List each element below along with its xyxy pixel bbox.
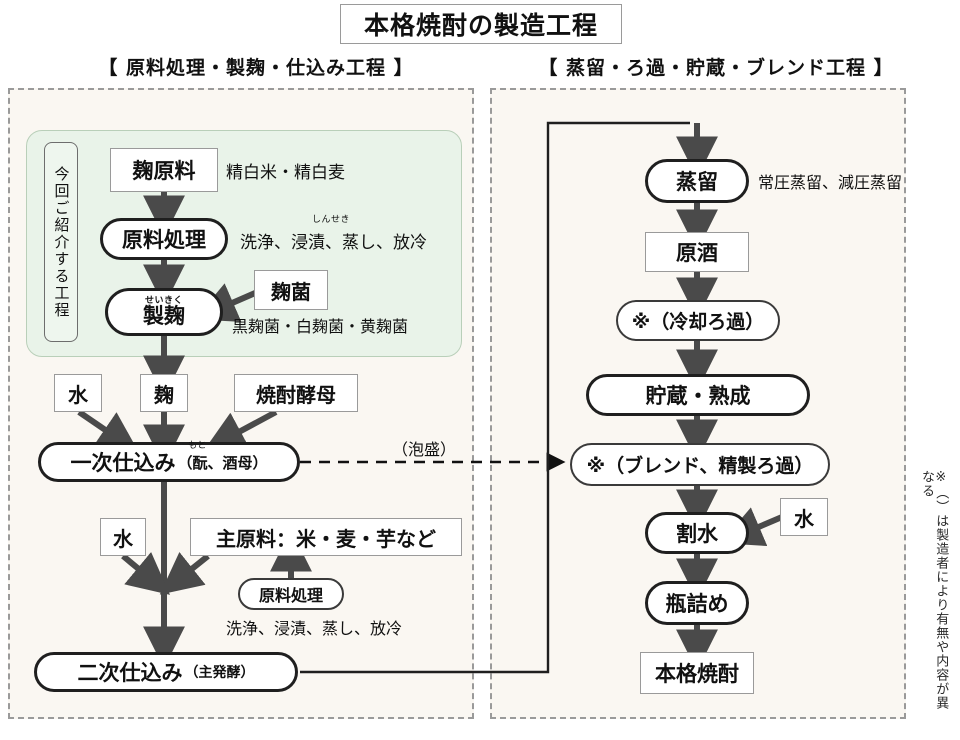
node-blend-filtration[interactable]: ※（ブレンド、精製ろ過） — [570, 443, 830, 486]
node-second-mash-sub: （主発酵） — [184, 665, 255, 681]
node-koji-label: 麹 — [154, 382, 174, 407]
node-water-2[interactable]: 水 — [100, 518, 146, 556]
node-second-mash[interactable]: 二次仕込み （主発酵） — [34, 652, 298, 692]
node-bottling[interactable]: 瓶詰め — [645, 581, 749, 625]
note-koji-material: 精白米・精白麦 — [226, 162, 345, 183]
highlight-group-label: 今回ご紹介する工程 — [44, 142, 78, 342]
node-koji-kin[interactable]: 麹菌 — [254, 270, 328, 310]
node-koji[interactable]: 麹 — [140, 374, 188, 412]
footnote-vertical: ※（）は製造者により有無や内容が異なる — [918, 470, 948, 720]
node-genshu-label: 原酒 — [676, 241, 718, 265]
node-koji-material-label: 麹原料 — [132, 159, 196, 183]
note-koji-kin: 黒麹菌・白麹菌・黄麹菌 — [232, 317, 409, 336]
note-raw-processing-2: 洗浄、浸漬、蒸し、放冷 — [226, 619, 403, 638]
node-raw-processing-2[interactable]: 原料処理 — [238, 578, 344, 610]
node-water-1-label: 水 — [68, 382, 88, 407]
node-raw-processing-2-label: 原料処理 — [258, 586, 323, 605]
node-seigiku[interactable]: せいきく 製麹 — [105, 288, 223, 336]
node-raw-processing-label: 原料処理 — [122, 228, 206, 252]
node-first-mash-label: 一次仕込み — [70, 451, 176, 475]
node-shochu-yeast[interactable]: 焼酎酵母 — [234, 374, 358, 412]
node-genshu[interactable]: 原酒 — [645, 232, 749, 272]
node-storage-maturation[interactable]: 貯蔵・熟成 — [586, 374, 810, 416]
node-cooling-filtration-label: ※（冷却ろ過） — [631, 311, 765, 333]
footnote-text: ※（）は製造者により有無や内容が異なる — [919, 470, 949, 710]
node-main-material-label: 主原料：米・麦・芋など — [216, 526, 436, 551]
left-section-header: 【 原料処理・製麹・仕込み工程 】 — [98, 56, 414, 79]
node-water-3[interactable]: 水 — [780, 498, 828, 536]
node-shochu-yeast-label: 焼酎酵母 — [256, 382, 336, 407]
node-raw-processing[interactable]: 原料処理 — [100, 218, 228, 260]
node-final-product[interactable]: 本格焼酎 — [640, 652, 754, 694]
node-koji-material[interactable]: 麹原料 — [110, 148, 218, 192]
note-raw-processing: 洗浄、浸漬、蒸し、放冷 — [240, 226, 427, 254]
node-koji-kin-label: 麹菌 — [271, 279, 311, 304]
node-main-material[interactable]: 主原料：米・麦・芋など — [190, 518, 462, 556]
ruby-seigiku: せいきく — [144, 296, 183, 306]
node-final-product-label: 本格焼酎 — [655, 662, 739, 686]
node-distillation-label: 蒸留 — [676, 170, 718, 194]
ruby-moto: もと — [188, 441, 207, 451]
node-blend-filtration-label: ※（ブレンド、精製ろ過） — [586, 455, 814, 477]
note-raw-processing-text: 洗浄、浸漬、蒸し、放冷 — [240, 232, 427, 253]
node-second-mash-label: 二次仕込み — [77, 661, 183, 685]
highlight-group-label-text: 今回ご紹介する工程 — [52, 165, 71, 319]
label-awamori: （泡盛） — [392, 440, 457, 459]
node-water-2-label: 水 — [113, 526, 133, 551]
node-bottling-label: 瓶詰め — [665, 592, 729, 616]
ruby-shinseki: しんせき — [312, 215, 351, 225]
node-warimizu-label: 割水 — [676, 522, 718, 546]
page-title: 本格焼酎の製造工程 — [340, 4, 622, 44]
right-section-header: 【 蒸留・ろ過・貯蔵・ブレンド工程 】 — [538, 56, 894, 79]
node-water-1[interactable]: 水 — [54, 374, 102, 412]
node-seigiku-label: 製麹 — [143, 304, 185, 328]
node-water-3-label: 水 — [794, 506, 814, 531]
node-cooling-filtration[interactable]: ※（冷却ろ過） — [616, 300, 780, 341]
node-warimizu[interactable]: 割水 — [645, 512, 749, 554]
node-first-mash[interactable]: 一次仕込み （酛、酒母） — [38, 442, 300, 482]
node-distillation[interactable]: 蒸留 — [645, 159, 749, 203]
note-distillation: 常圧蒸留、減圧蒸留 — [758, 173, 903, 192]
node-storage-maturation-label: 貯蔵・熟成 — [645, 384, 751, 408]
node-first-mash-sub: （酛、酒母） — [177, 453, 268, 472]
